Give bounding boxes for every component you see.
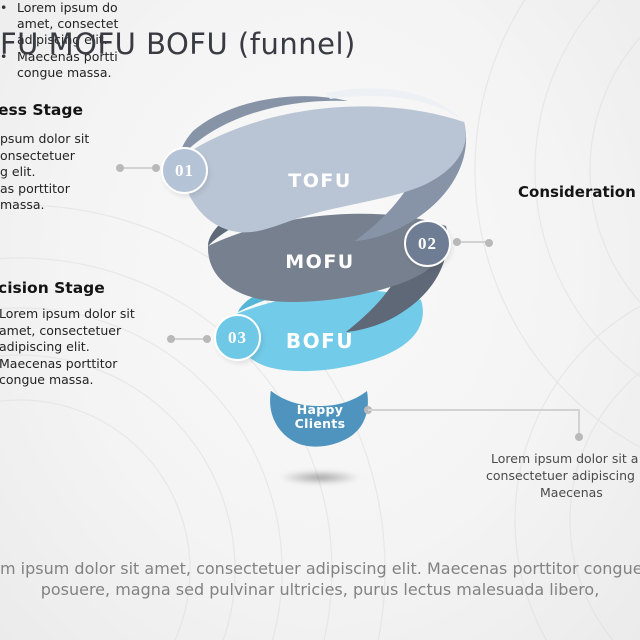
marker-01-number: 01 — [175, 160, 194, 180]
bullet-line: • Lorem ipsum do — [0, 0, 640, 16]
decision-stage-heading: cision Stage — [0, 279, 105, 297]
connector-dot — [453, 238, 461, 246]
text-line: Maecenas portti — [17, 48, 118, 64]
footer-text-line: posuere, magna sed pulvinar ultricies, p… — [40, 580, 600, 599]
tofu-ribbon-highlight — [326, 88, 464, 122]
text-line: g elit. — [0, 164, 36, 180]
text-line: adipiscing elit. — [0, 339, 90, 355]
text-line: psum dolor sit — [0, 131, 90, 146]
happy-note-line: Maecenas — [540, 485, 603, 500]
connector-dot — [203, 334, 211, 343]
text-line: massa. — [0, 197, 45, 213]
text-line: congue massa. — [0, 372, 94, 388]
consideration-stage-heading: Consideration S — [518, 183, 640, 201]
bullet-line: congue massa. — [0, 65, 640, 81]
bullet-line: amet, consectet — [0, 16, 640, 32]
happy-note-line: consectetuer adipiscing — [486, 468, 635, 483]
bullet-glyph: • — [0, 0, 8, 15]
text-line: amet, consectet — [17, 16, 119, 32]
connector-dot — [485, 239, 493, 247]
footer-text-line: m ipsum dolor sit amet, consectetuer adi… — [0, 559, 640, 578]
marker-01: 01 — [161, 147, 208, 194]
text-line: Lorem ipsum dolor sit — [0, 306, 135, 321]
text-line: Maecenas porttitor — [0, 355, 118, 371]
happy-note-line: Lorem ipsum dolor sit a — [491, 451, 639, 466]
bofu-label: BOFU — [285, 329, 355, 353]
text-line: Lorem ipsum do — [17, 0, 118, 15]
connector-line-3 — [171, 338, 209, 340]
connector-line-2 — [457, 241, 490, 243]
bullet-glyph: • — [0, 48, 8, 64]
text-line: congue massa. — [17, 64, 112, 80]
tofu-label: TOFU — [288, 170, 352, 192]
consideration-stage-text: • Lorem ipsum do amet, consectet adipisc… — [0, 0, 640, 81]
tofu-ribbon-fold — [180, 96, 348, 158]
decision-stage-text: Lorem ipsum dolor sit amet, consectetuer… — [0, 306, 135, 389]
text-line: as porttitor — [0, 180, 70, 196]
marker-02-number: 02 — [418, 233, 437, 253]
connector-dot — [152, 164, 160, 172]
awareness-stage-text: psum dolor sit onsectetuer g elit. as po… — [0, 131, 89, 214]
connector-line-1 — [120, 166, 158, 169]
slide-title: FU MOFU BOFU (funnel) — [0, 27, 356, 61]
marker-03: 03 — [214, 314, 261, 361]
connector-dot — [116, 163, 124, 172]
mofu-label: MOFU — [285, 251, 355, 273]
connector-dot — [575, 433, 583, 441]
text-line: amet, consectetuer — [0, 322, 122, 338]
marker-03-number: 03 — [228, 327, 247, 347]
happy-clients-bowl — [270, 391, 368, 447]
bullet-line: adipiscing elit. — [0, 32, 640, 48]
happy-connector-vertical — [578, 409, 580, 436]
tofu-ribbon — [180, 106, 466, 233]
text-line: adipiscing elit. — [17, 32, 108, 48]
connector-dot — [167, 335, 175, 343]
text-line: onsectetuer — [0, 147, 75, 163]
bullet-line: • Maecenas portti — [0, 49, 640, 65]
mofu-ribbon — [207, 213, 448, 303]
marker-02: 02 — [404, 220, 451, 267]
awareness-stage-heading: ess Stage — [0, 101, 84, 119]
funnel-drop-shadow — [266, 468, 374, 487]
happy-connector-horizontal — [368, 409, 580, 411]
happy-clients-label: Happy Clients — [294, 402, 346, 432]
